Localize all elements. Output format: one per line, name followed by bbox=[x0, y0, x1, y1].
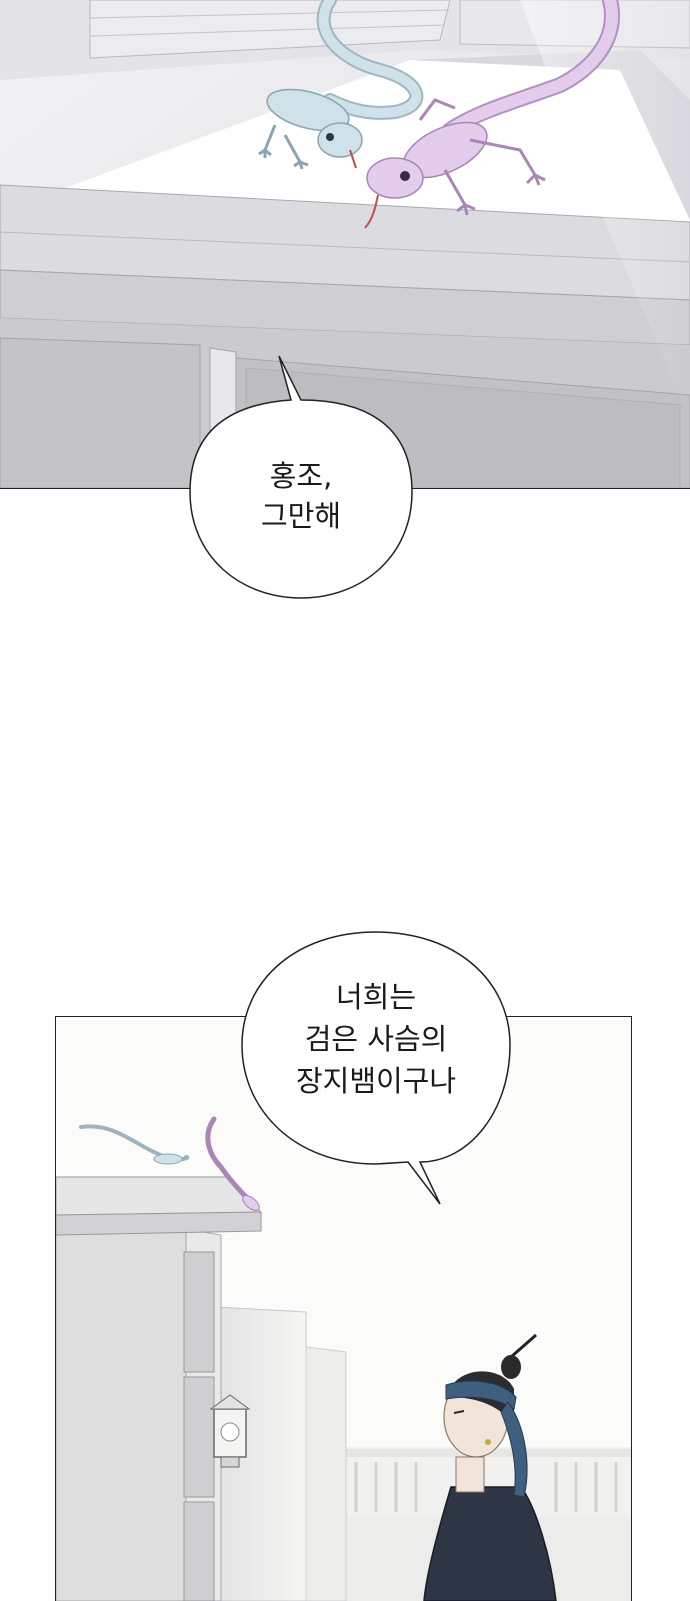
bubble-1-line-1: 홍조, bbox=[269, 459, 333, 493]
bubble-2-line-3: 장지뱀이구나 bbox=[295, 1064, 457, 1098]
purple-lizard bbox=[364, 0, 620, 229]
bubble-1-text: 홍조, 그만해 bbox=[186, 456, 416, 536]
courtyard-illustration bbox=[56, 1017, 631, 1601]
man-character bbox=[423, 1333, 557, 1601]
wall-lantern bbox=[209, 1394, 251, 1468]
bubble-2-shape bbox=[241, 931, 511, 1205]
blue-lizard bbox=[258, 0, 424, 170]
bubble-2-line-1: 너희는 bbox=[335, 980, 417, 1014]
speech-bubble-1: 홍조, 그만해 bbox=[186, 352, 416, 600]
bubble-2-text: 너희는 검은 사슴의 장지뱀이구나 bbox=[240, 976, 512, 1102]
speech-bubble-2: 너희는 검은 사슴의 장지뱀이구나 bbox=[240, 930, 512, 1210]
bubble-1-line-2: 그만해 bbox=[260, 499, 342, 533]
bubble-2-line-2: 검은 사슴의 bbox=[304, 1022, 448, 1056]
bottom-panel bbox=[55, 1016, 632, 1601]
bubble-1-shape bbox=[189, 355, 413, 599]
